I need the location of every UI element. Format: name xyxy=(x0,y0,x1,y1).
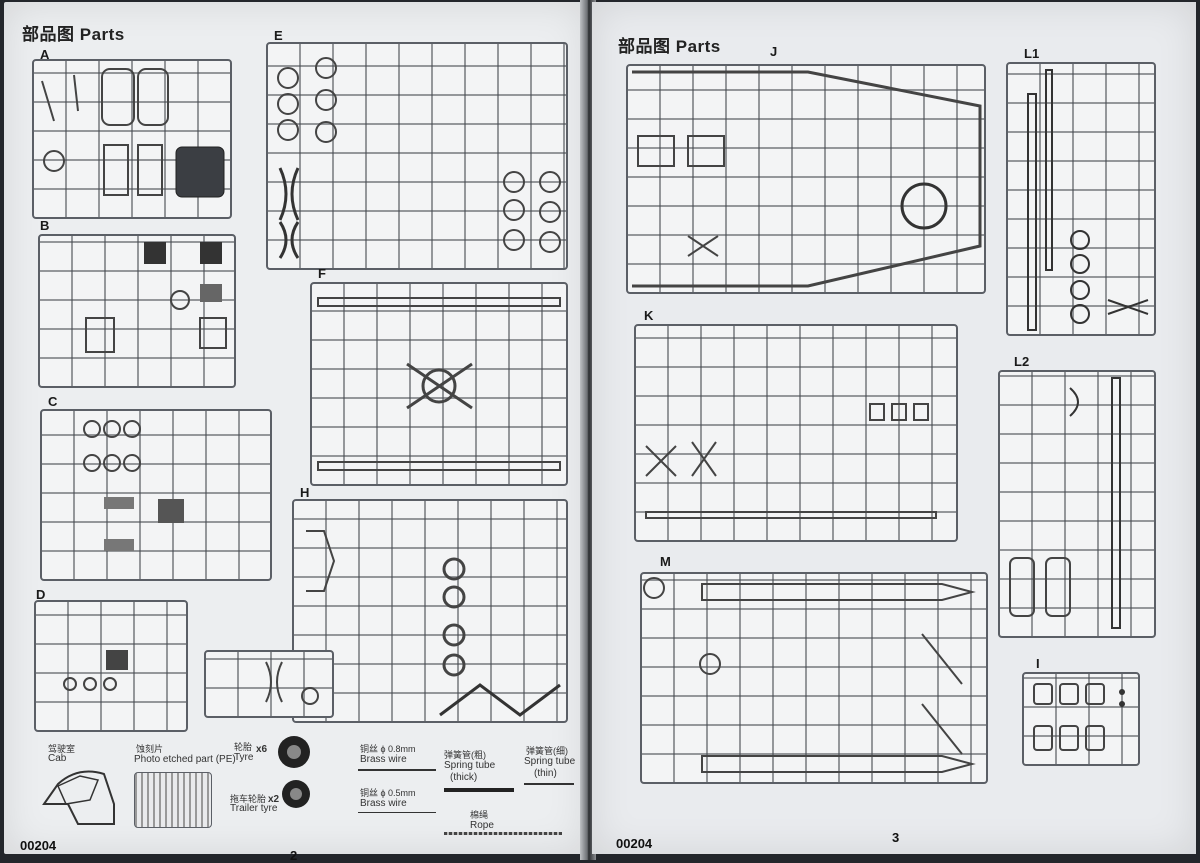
sprue-i-parts xyxy=(1033,683,1125,751)
sprue-l2-parts xyxy=(1009,377,1121,629)
legend-spring-thick-en2: (thick) xyxy=(450,772,478,783)
sprue-d-parts xyxy=(317,297,561,471)
legend-cab-cn: 驾驶室 xyxy=(48,744,76,754)
sprue-c-parts xyxy=(83,420,184,551)
sprue-h-parts xyxy=(306,530,561,717)
legend-trailer-tyre-cn: 拖车轮胎 xyxy=(230,794,267,804)
sprue-b-parts xyxy=(85,242,227,353)
left-page-number: 2 xyxy=(290,848,298,863)
legend-pe-cn: 蚀刻片 xyxy=(136,744,164,754)
sprue-e-parts xyxy=(277,57,561,259)
sprue-k-parts xyxy=(645,403,937,519)
sprue-d xyxy=(310,282,568,486)
trailer-tyre-icon xyxy=(282,780,310,808)
sprue-label-j: J xyxy=(770,44,778,59)
legend-spring-thin-en: Spring tube xyxy=(524,756,576,767)
sprue-label-f: D xyxy=(36,587,46,602)
sprue-label-a: A xyxy=(40,47,50,62)
sprue-label-e: E xyxy=(274,28,283,43)
legend-cab-en: Cab xyxy=(48,753,67,764)
right-page: 部品图 Parts J L1 K xyxy=(592,2,1196,854)
right-page-number: 3 xyxy=(892,830,900,845)
rope-line xyxy=(444,832,562,835)
sprue-l2 xyxy=(998,370,1156,638)
sprue-label-b: B xyxy=(40,218,50,233)
sprue-a-parts xyxy=(41,68,225,198)
sprue-i xyxy=(1022,672,1140,766)
legend-rope-cn: 棉绳 xyxy=(470,810,489,820)
sprue-l1-parts xyxy=(1027,69,1149,331)
sprue-f xyxy=(34,600,188,732)
legend-tyre-en: Tyre xyxy=(234,752,254,763)
sprue-m-parts xyxy=(643,577,976,773)
legend-trailer-tyre-en: Trailer tyre xyxy=(230,803,278,814)
sprue-label-d: F xyxy=(318,266,326,281)
sprue-h-sub xyxy=(204,650,334,718)
cab-illustration xyxy=(42,770,115,825)
tyre-icon xyxy=(278,736,310,768)
sprue-j-parts xyxy=(632,70,982,288)
legend-brass-08-cn: 铜丝 ϕ 0.8mm xyxy=(360,744,416,754)
legend-spring-thick-cn: 弹簧管(粗) xyxy=(444,750,486,760)
legend-spring-thin-en2: (thin) xyxy=(534,768,557,779)
sprue-e xyxy=(266,42,568,270)
legend-brass-05-cn: 铜丝 ϕ 0.5mm xyxy=(360,788,416,798)
sprue-label-l2: L2 xyxy=(1014,354,1030,369)
legend-brass-05-en: Brass wire xyxy=(360,798,407,809)
sprue-k xyxy=(634,324,958,542)
sprue-label-m: M xyxy=(660,554,671,569)
sprue-h-sub-parts xyxy=(265,661,319,705)
left-page: 部品图 Parts A B C xyxy=(4,2,586,863)
legend-brass-08-en: Brass wire xyxy=(360,754,407,765)
sprue-l1 xyxy=(1006,62,1156,336)
right-page-header: 部品图 Parts xyxy=(618,37,721,56)
right-page-code: 00204 xyxy=(616,836,653,851)
spring-tube-thin-line xyxy=(524,783,574,785)
left-page-header: 部品图 Parts xyxy=(22,25,125,44)
sprue-b xyxy=(38,234,236,388)
legend-spring-thick-en: Spring tube xyxy=(444,760,496,771)
sprue-label-h: H xyxy=(300,485,310,500)
legend-trailer-tyre-qty: x2 xyxy=(268,794,280,805)
legend-tyre-cn: 轮胎 xyxy=(234,742,253,752)
left-page-code: 00204 xyxy=(20,838,57,853)
sprue-a xyxy=(32,59,232,219)
sprue-c xyxy=(40,409,272,581)
sprue-label-l1: L1 xyxy=(1024,46,1040,61)
spring-tube-thick-line xyxy=(444,788,514,792)
sprue-j xyxy=(626,64,986,294)
sprue-f-parts xyxy=(63,650,128,691)
sprue-label-i: I xyxy=(1036,656,1040,671)
sprue-label-k: K xyxy=(644,308,654,323)
sprue-label-c: C xyxy=(48,394,58,409)
legend-tyre-qty: x6 xyxy=(256,744,268,755)
pe-fret xyxy=(134,772,212,828)
brass-wire-08-line xyxy=(358,769,436,771)
brass-wire-05-line xyxy=(358,812,436,813)
legend-spring-thin-cn: 弹簧管(细) xyxy=(526,746,568,756)
legend-rope-en: Rope xyxy=(470,820,494,831)
sprue-h xyxy=(292,499,568,723)
sprue-m xyxy=(640,572,988,784)
legend-pe-en: Photo etched part (PE) xyxy=(134,754,236,765)
